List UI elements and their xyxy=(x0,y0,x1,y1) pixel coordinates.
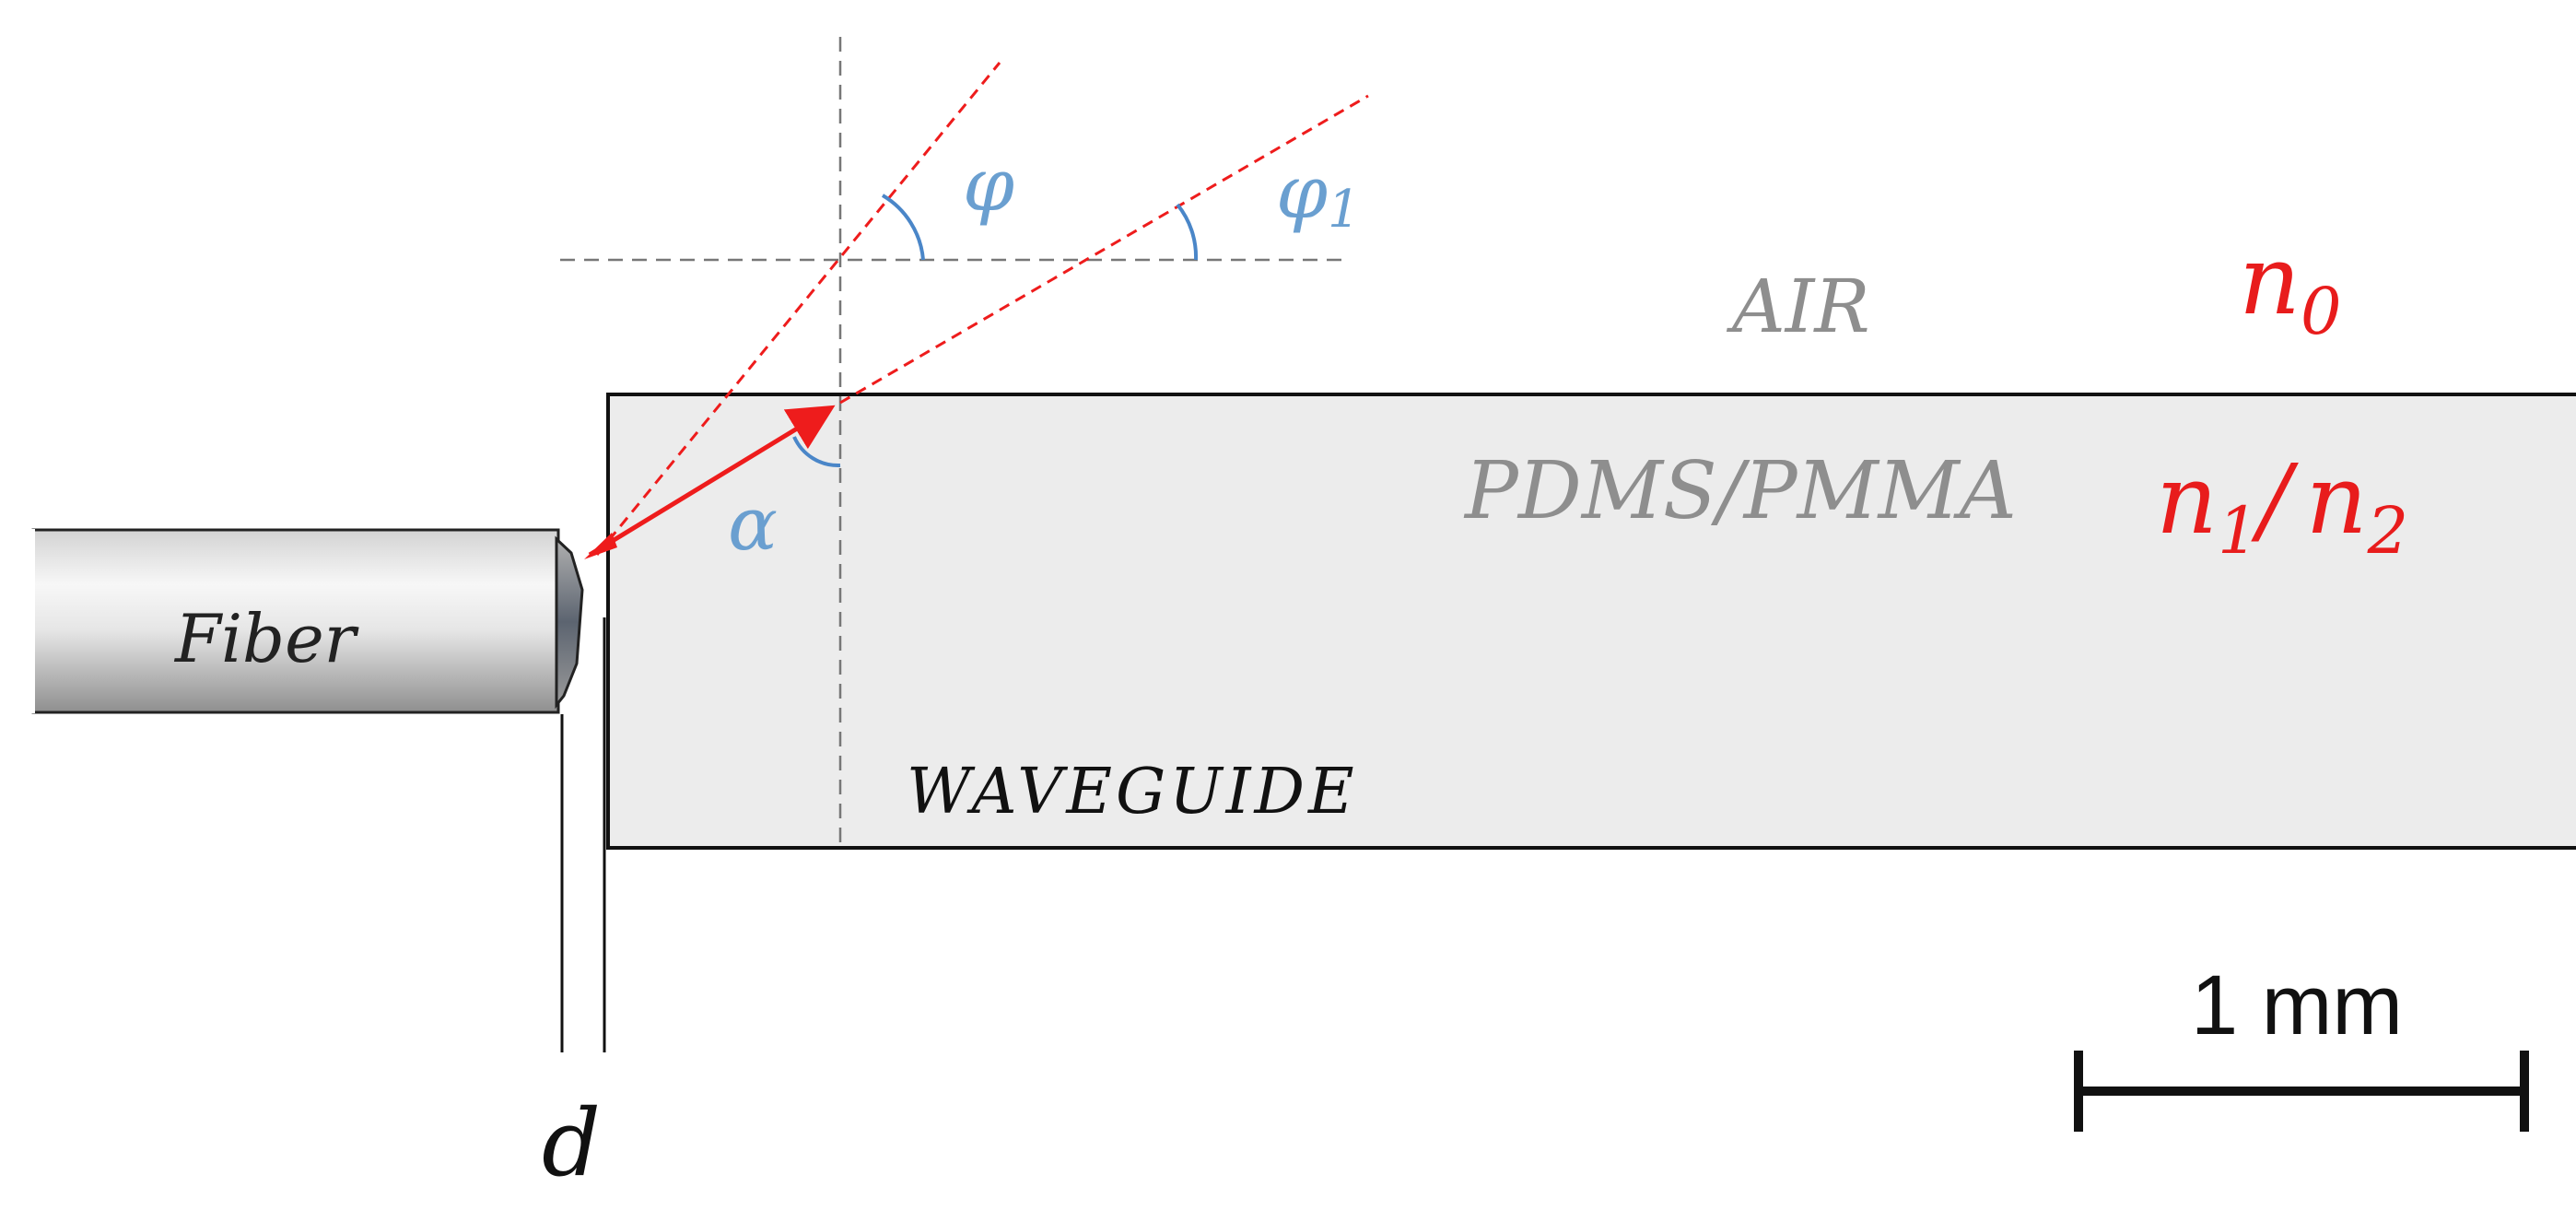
n0-label: n0 xyxy=(2239,224,2342,349)
fiber-label: Fiber xyxy=(173,600,359,677)
ray-source-arrowhead xyxy=(584,533,617,559)
gap-d-label: d xyxy=(542,1089,601,1197)
angle-alpha-arc xyxy=(792,436,841,468)
angle-phi1-label: φ1 xyxy=(1276,149,1361,240)
ray-extension-phi xyxy=(595,62,1001,556)
angle-phi-arc xyxy=(881,194,925,261)
fiber-tip xyxy=(555,535,584,710)
ray-extension-phi1 xyxy=(839,94,1369,405)
angle-alpha-label: α xyxy=(728,481,778,567)
waveguide-body xyxy=(606,393,2576,850)
waveguide-label: WAVEGUIDE xyxy=(907,756,1358,828)
incident-ray-arrow xyxy=(588,405,836,558)
angle-phi1-arc xyxy=(1176,203,1199,261)
angle-phi-label: φ xyxy=(963,142,1014,228)
material-label: PDMS/PMMA xyxy=(1463,445,2017,537)
fiber-body xyxy=(31,528,560,714)
air-label: AIR xyxy=(1726,264,1870,349)
scale-bar-label: 1 mm xyxy=(2191,958,2403,1052)
